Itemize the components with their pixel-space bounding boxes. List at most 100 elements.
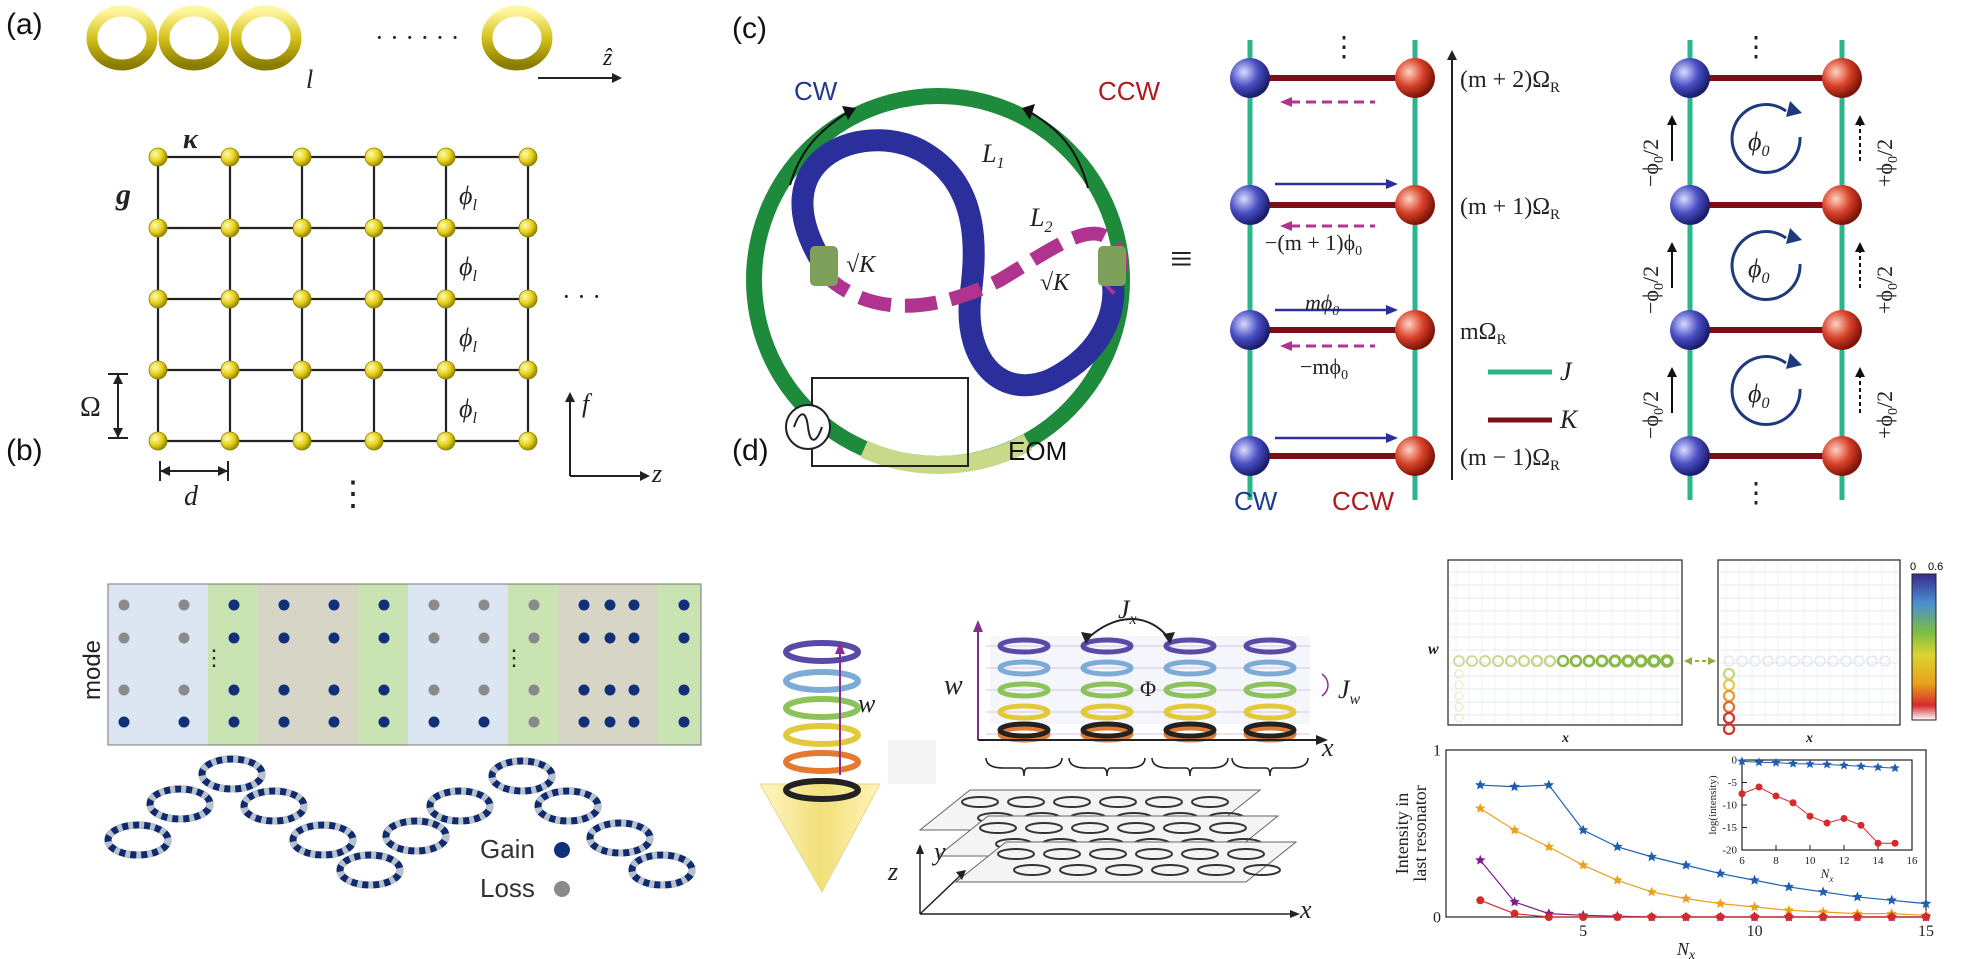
ladder-cw-label: CW <box>1234 486 1278 516</box>
gain-dot <box>378 599 390 611</box>
data-point <box>1510 909 1519 918</box>
level-subscript: R <box>1550 458 1560 474</box>
loss-dot <box>178 632 190 644</box>
ellipsis-b2: ⋮ <box>503 645 525 670</box>
phi-subscript: l <box>472 197 477 214</box>
lattice-ring <box>1080 659 1134 677</box>
lattice-ring <box>1163 637 1217 655</box>
coupler-right <box>1098 246 1126 286</box>
phase-label-m1: −(m + 1)ϕ0 <box>1265 230 1362 259</box>
loss-dot <box>528 632 540 644</box>
svg-text:ϕl: ϕl <box>459 252 477 285</box>
lattice-ring-base <box>1243 721 1297 739</box>
lattice-ring <box>1080 637 1134 655</box>
phase-negm-subscript: 0 <box>1341 368 1348 383</box>
plus-half-flux-label: +ϕ0/2 <box>1872 139 1901 187</box>
heatmap-site <box>1801 655 1813 667</box>
data-point <box>1890 763 1900 773</box>
lattice-ring-base <box>1163 721 1217 739</box>
lattice-node <box>364 289 384 309</box>
phase-label-negm: −mϕ0 <box>1300 354 1348 383</box>
heatmap-site <box>1454 669 1464 679</box>
ring-resonator <box>158 5 230 71</box>
mode-band <box>258 584 358 745</box>
lattice-node <box>220 360 240 380</box>
data-point <box>1839 760 1849 770</box>
data-point <box>1680 893 1692 904</box>
heatmap-site <box>1492 655 1504 667</box>
lattice-node <box>436 218 456 238</box>
frequency-level-label: (m + 2)ΩR <box>1460 67 1560 96</box>
x-tick-label: 8 <box>1773 855 1779 867</box>
loss-dot <box>478 684 490 696</box>
phi-subscript: 0 <box>1886 283 1901 290</box>
data-point <box>1806 812 1814 820</box>
minus-half-flux-label: −ϕ0/2 <box>1638 139 1667 187</box>
series-line <box>1479 807 1927 916</box>
gain-dot <box>378 684 390 696</box>
data-point <box>1887 913 1896 921</box>
gain-dot <box>328 632 340 644</box>
layer-ring <box>961 796 999 808</box>
L1-text: L <box>981 139 996 168</box>
dots-label: · · · · · · <box>375 23 459 52</box>
lattice-ring <box>997 681 1051 699</box>
z-label: z <box>651 459 662 488</box>
gain-dot <box>628 716 640 728</box>
phase-m-text: mϕ <box>1305 290 1332 315</box>
level-subscript: R <box>1550 207 1560 223</box>
panel-label-d: (d) <box>732 434 769 467</box>
half-text: /2 <box>1872 266 1897 283</box>
cw-mode <box>1230 436 1270 476</box>
lattice-node <box>292 360 312 380</box>
loss-legend-dot <box>554 881 570 897</box>
gain-dot <box>628 632 640 644</box>
Jx-label: Jx <box>1118 595 1137 628</box>
arrow-head <box>1667 115 1677 125</box>
data-point <box>1817 886 1829 897</box>
lattice-ring <box>997 703 1051 721</box>
chart-frame <box>1741 759 1913 851</box>
L2-subscript: 2 <box>1044 219 1052 236</box>
x-tick-label: 12 <box>1839 855 1850 867</box>
x-tick-label: 5 <box>1579 923 1587 940</box>
xlabel-text: N <box>1820 866 1831 881</box>
loss-legend-label: Loss <box>480 873 535 903</box>
data-point <box>1749 901 1760 912</box>
series-line <box>1741 760 1896 769</box>
data-point <box>1750 913 1759 921</box>
phi-subscript: 0 <box>1886 408 1901 415</box>
phase-m1-subscript: 0 <box>1355 244 1362 259</box>
layer-ring <box>1099 796 1137 808</box>
data-point <box>1754 757 1764 767</box>
mode-bands <box>108 584 701 745</box>
level-text: (m + 2)Ω <box>1460 67 1550 93</box>
flux-circulation <box>1730 230 1802 301</box>
plus-phi-text: +ϕ <box>1872 415 1897 439</box>
layer-ring <box>1135 848 1173 860</box>
series-line <box>1741 786 1895 844</box>
loss-dot <box>478 632 490 644</box>
layer-ring <box>1181 848 1219 860</box>
data-point <box>1646 886 1657 897</box>
gain-dot <box>604 599 616 611</box>
heatmap-site <box>1647 654 1661 668</box>
Jx-subscript: x <box>1129 611 1137 628</box>
heatmap-site <box>1853 655 1865 667</box>
ellipsis-bottom: ⋮ <box>336 476 370 513</box>
ellipsis-b1: ⋮ <box>203 645 225 670</box>
y-tick-label: 0 <box>1732 755 1738 767</box>
ring-index-label: l <box>306 65 313 94</box>
layer-ring <box>1197 864 1235 876</box>
arrow-head <box>1280 221 1292 231</box>
coupler-left <box>810 246 838 286</box>
heatmap-site <box>1454 691 1464 701</box>
data-point <box>1857 821 1865 829</box>
synthetic-ladder <box>1230 40 1435 500</box>
loss-dot <box>478 599 490 611</box>
data-point <box>1579 913 1588 921</box>
data-point <box>1886 894 1897 905</box>
loss-dot <box>428 632 440 644</box>
loss-dot <box>528 684 540 696</box>
